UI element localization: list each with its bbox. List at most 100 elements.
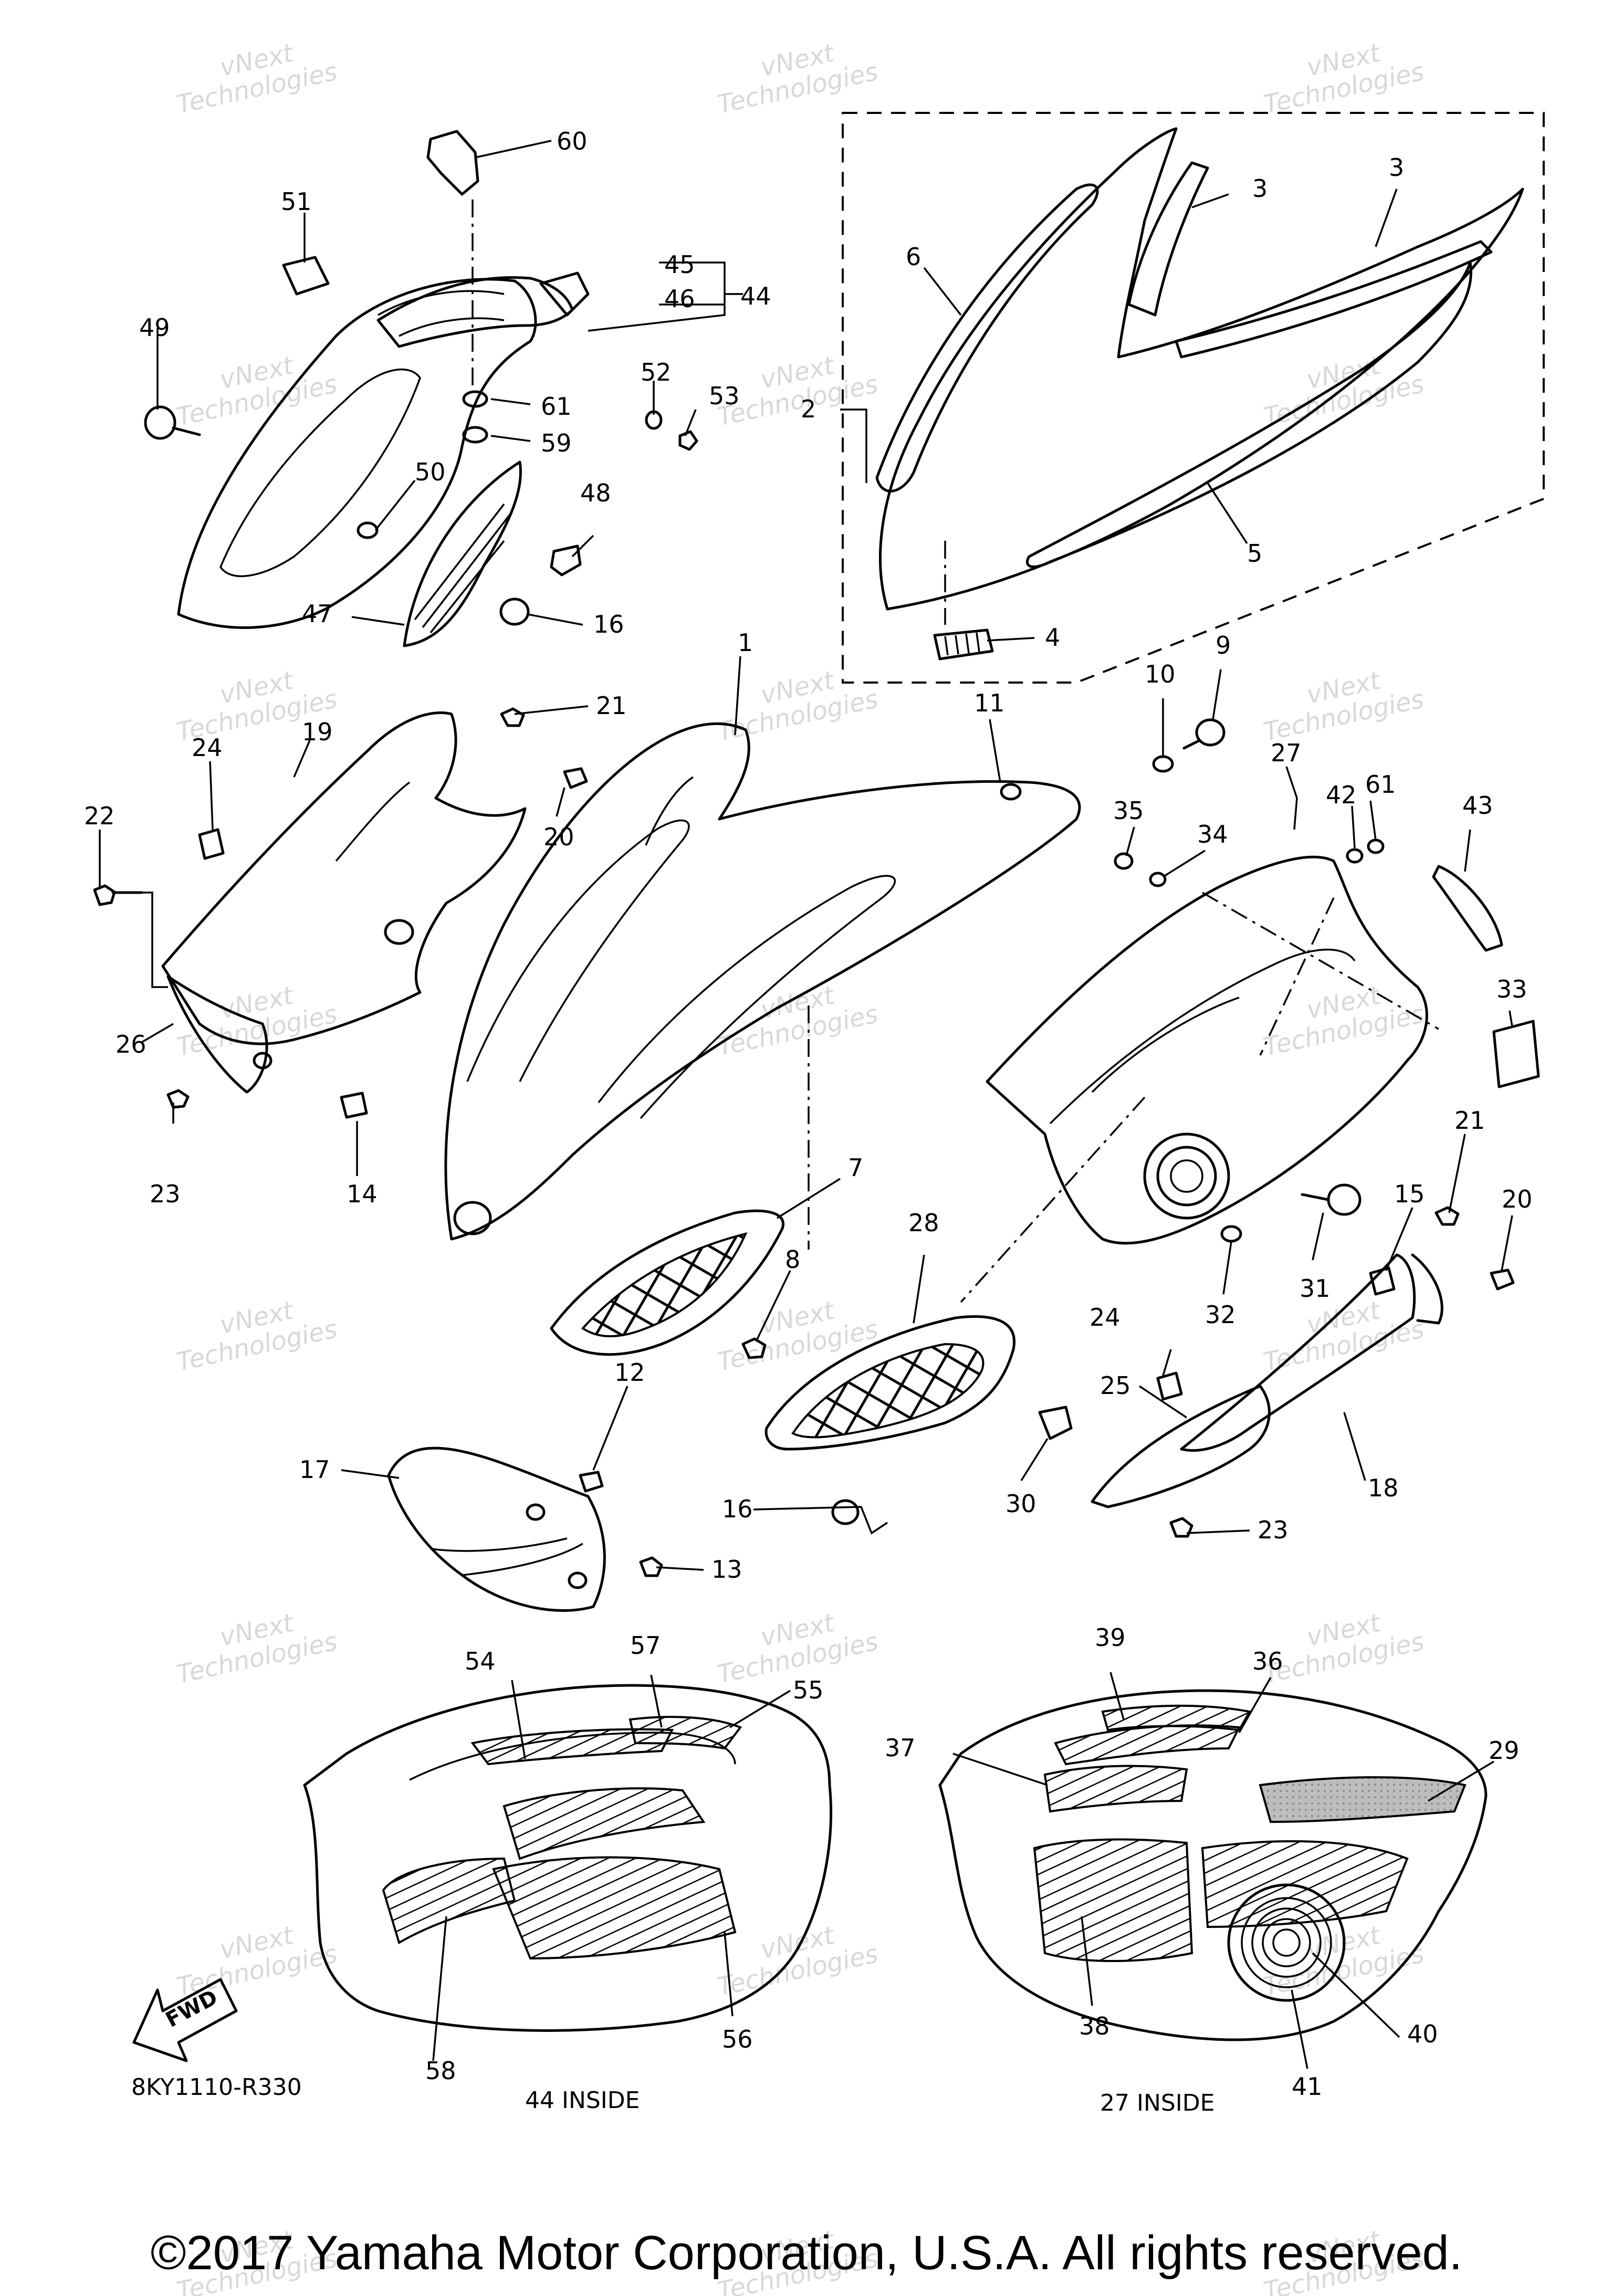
washer-part-34 [1149, 872, 1167, 887]
inside-label-27: 27 INSIDE [1100, 2090, 1214, 2116]
callout-10: 10 [1145, 660, 1176, 688]
lower-cover-part-19 [161, 711, 527, 1045]
lower-cover-part-26 [166, 975, 273, 1094]
bolt-part-23-left [166, 1089, 190, 1109]
grommet-part-16-bottom [831, 1499, 860, 1525]
washer-part-61 [462, 390, 488, 408]
copyright-notice: ©2017 Yamaha Motor Corporation, U.S.A. A… [150, 2226, 1463, 2280]
callout-31: 31 [1300, 1274, 1331, 1303]
callout-40: 40 [1407, 2020, 1438, 2048]
bolt-part-23-right [1169, 1517, 1193, 1538]
callout-22: 22 [84, 802, 115, 830]
clip-part-30 [1038, 1406, 1073, 1440]
decal-part-3-right [1175, 240, 1493, 359]
diagram-code: 8KY1110-R330 [131, 2074, 302, 2101]
decal-part-6 [875, 183, 1099, 492]
inside-view-27 [938, 1689, 1488, 2041]
clip-part-24-left [198, 828, 225, 860]
callout-24a: 24 [192, 733, 223, 762]
nut-part-35 [1114, 852, 1134, 870]
callout-26: 26 [116, 1030, 146, 1058]
clip-part-24-right [1156, 1371, 1183, 1401]
reflector-part-33 [1492, 1020, 1540, 1088]
callout-3b: 3 [1389, 153, 1404, 182]
callout-39: 39 [1095, 1623, 1126, 1652]
callout-61b: 61 [1365, 770, 1396, 799]
screw-part-13 [639, 1556, 663, 1577]
callout-33: 33 [1496, 975, 1527, 1003]
callout-5: 5 [1247, 539, 1262, 568]
bolt-part-9 [1182, 718, 1226, 750]
bolt-part-31 [1301, 1183, 1361, 1216]
callout-38: 38 [1079, 2012, 1110, 2040]
front-cover-part-44 [177, 278, 537, 629]
callout-25: 25 [1100, 1371, 1131, 1400]
callout-35: 35 [1113, 796, 1144, 825]
callout-52: 52 [641, 358, 672, 386]
callout-19: 19 [302, 718, 333, 746]
screw-part-21-right [1434, 1206, 1460, 1226]
callout-48: 48 [580, 479, 611, 507]
clip-part-15 [1369, 1266, 1396, 1296]
side-cover-part-27 [986, 855, 1428, 1245]
callout-13: 13 [711, 1555, 742, 1584]
callout-37: 37 [885, 1734, 916, 1762]
callout-45: 45 [664, 250, 695, 279]
side-panel-outline-part-2 [879, 127, 1524, 611]
callout-17: 17 [299, 1455, 330, 1484]
washer-part-61-right [1367, 838, 1385, 854]
decal-part-3-left [1127, 161, 1209, 317]
bolt-part-49 [144, 405, 201, 440]
callout-41: 41 [1292, 2072, 1323, 2101]
washer-part-59 [462, 426, 488, 444]
reflector-part-43 [1432, 865, 1503, 952]
callout-43: 43 [1462, 791, 1493, 820]
callout-55: 55 [793, 1676, 824, 1704]
callout-15: 15 [1394, 1180, 1425, 1208]
lower-cover-part-18 [1180, 1253, 1443, 1452]
nut-part-20-right [1490, 1268, 1515, 1291]
callout-58: 58 [425, 2057, 456, 2085]
callout-50: 50 [415, 458, 446, 486]
emblem-part-4 [933, 628, 994, 661]
clip-part-14 [340, 1092, 368, 1119]
washer-part-42 [1346, 848, 1364, 864]
callout-30: 30 [1005, 1490, 1036, 1518]
callout-21b: 21 [1454, 1106, 1485, 1135]
callout-20a: 20 [543, 823, 574, 851]
callout-21a: 21 [596, 691, 627, 720]
callout-57: 57 [630, 1631, 661, 1660]
callout-16b: 16 [722, 1495, 753, 1523]
upper-cowl-part-45-46 [376, 271, 590, 348]
callout-numbers: 1 2 3 3 4 5 6 7 8 9 10 11 12 13 14 15 16… [84, 127, 1533, 2101]
callout-44: 44 [740, 282, 771, 310]
callout-23b: 23 [1258, 1516, 1289, 1544]
callout-24b: 24 [1090, 1303, 1120, 1332]
clip-part-48 [550, 544, 582, 576]
washer-part-10 [1152, 755, 1174, 773]
callout-20b: 20 [1502, 1185, 1533, 1213]
callout-36: 36 [1252, 1647, 1283, 1675]
leader-lines [99, 140, 1513, 2069]
callout-56: 56 [722, 2025, 753, 2053]
side-duct-part-47 [403, 460, 522, 647]
callout-9: 9 [1216, 631, 1231, 659]
inside-view-44 [303, 1684, 832, 2032]
side-cover-part-1 [444, 722, 1081, 1241]
callout-61a: 61 [541, 392, 572, 421]
lower-cover-part-17 [387, 1446, 606, 1612]
mesh-panel-part-7 [550, 1209, 784, 1356]
callout-12: 12 [614, 1358, 645, 1387]
callout-2: 2 [801, 395, 816, 423]
washer-part-11 [1000, 783, 1022, 801]
callout-59: 59 [541, 429, 572, 457]
callout-28: 28 [908, 1209, 939, 1237]
callout-1: 1 [738, 628, 753, 657]
callout-51: 51 [281, 187, 312, 216]
callout-46: 46 [664, 285, 695, 313]
callout-47: 47 [302, 600, 333, 628]
callout-7: 7 [848, 1154, 863, 1182]
callout-23a: 23 [150, 1180, 181, 1208]
callout-14: 14 [347, 1180, 378, 1208]
